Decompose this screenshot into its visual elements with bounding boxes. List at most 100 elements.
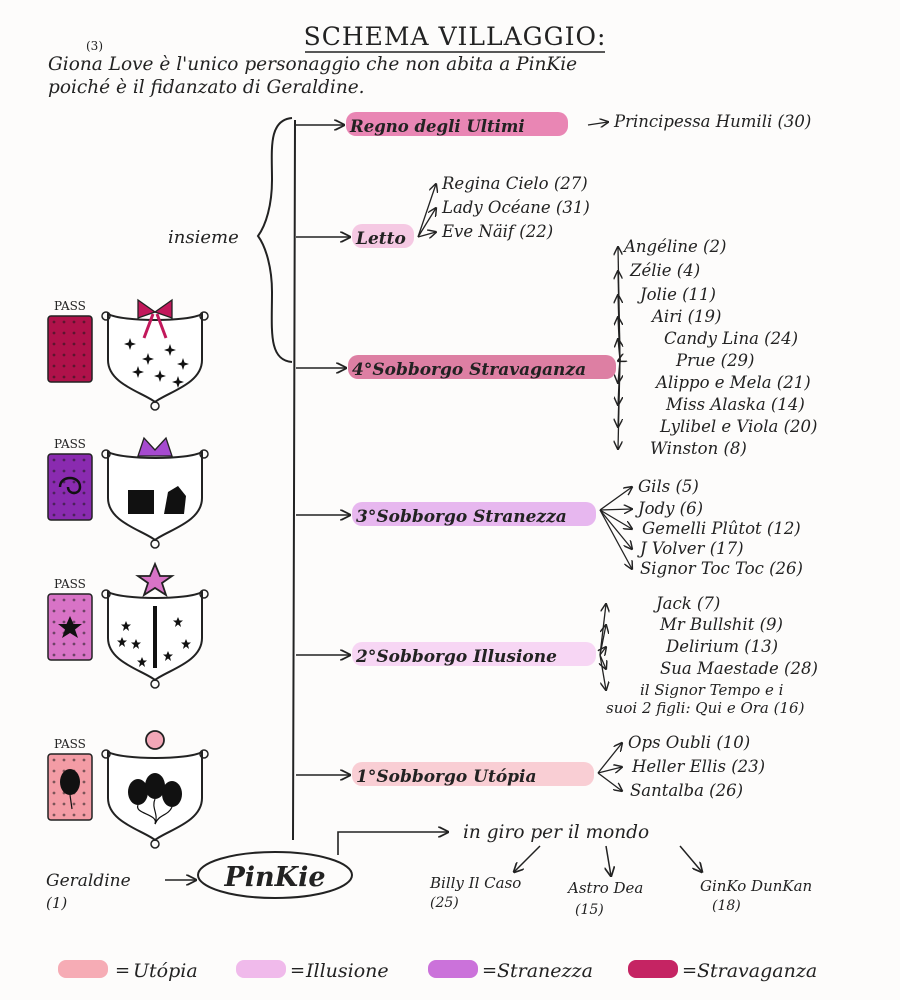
member-5-3: Delirium (13): [665, 637, 778, 656]
member-3-1: Angéline (2): [622, 237, 726, 256]
pass-dot: [82, 598, 86, 602]
pass-dot: [82, 513, 86, 517]
jester-hat-icon: [137, 436, 173, 457]
pass-dot: [62, 469, 66, 473]
pass-dot: [72, 353, 76, 357]
pass-balloon-icon: [60, 769, 80, 795]
pass-dot: [52, 342, 56, 346]
branch-highlight-5: [352, 642, 596, 666]
member-3-8: Miss Alaska (14): [665, 395, 805, 414]
crest-bottom-bead: [150, 679, 160, 689]
pass-dot: [62, 802, 66, 806]
sparkle-icon: [172, 376, 184, 388]
pass-dot: [82, 813, 86, 817]
pass-dot: [82, 791, 86, 795]
pass-dot: [72, 480, 76, 484]
pass-star-icon: [58, 616, 82, 638]
pass-dot: [52, 631, 56, 635]
note-line-1: Giona Love è l'unico personaggio che non…: [48, 54, 577, 75]
pass-dot: [52, 598, 56, 602]
pass-dot: [82, 609, 86, 613]
figure-icon: [164, 486, 186, 514]
member-6-2: Heller Ellis (23): [631, 757, 765, 776]
branch-label-4: 3°Sobborgo Stranezza: [356, 507, 567, 527]
crest-bottom-bead: [150, 539, 160, 549]
pass-dot: [62, 491, 66, 495]
pass-dot: [72, 642, 76, 646]
pass-dot: [52, 769, 56, 773]
member-arrow-4-1: [599, 487, 632, 511]
world-arrow-3: [679, 845, 702, 872]
geraldine-label: Geraldine: [46, 871, 131, 891]
legend-swatch-utopia: [58, 960, 108, 978]
member-arrow-4-2: [599, 509, 632, 510]
pass-dot: [52, 642, 56, 646]
crest-knob-left: [101, 311, 111, 321]
branch-highlight-2: [352, 224, 414, 248]
pass-dot: [82, 491, 86, 495]
member-arrow-3-10: [618, 359, 620, 449]
branch-highlight-6: [352, 762, 594, 786]
small-star-icon: [181, 639, 191, 649]
member-4-5: Signor Toc Toc (26): [640, 559, 803, 578]
branch-label-6: 1°Sobborgo Utópia: [356, 767, 537, 787]
pass-dot: [72, 609, 76, 613]
sparkle-icon: [132, 366, 144, 378]
pass-dot: [82, 364, 86, 368]
member-arrow-6-2: [597, 767, 622, 774]
legend-label-utopia: Utópia: [133, 960, 198, 982]
world-member-2-number: (15): [575, 902, 604, 918]
pass-dot: [52, 653, 56, 657]
legend: = Utópia = Illusione = Stranezza = Strav…: [58, 960, 817, 982]
member-3-6: Prue (29): [675, 351, 755, 370]
pass-dot: [72, 469, 76, 473]
crest-knob-left: [101, 589, 111, 599]
member-5-5: il Signor Tempo e i: [640, 681, 784, 699]
member-arrow-4-3: [599, 509, 632, 529]
member-5-6: suoi 2 figli: Qui e Ora (16): [606, 699, 805, 717]
member-arrow-4-4: [599, 509, 632, 549]
small-star-icon: [131, 639, 141, 649]
member-3-10: Winston (8): [650, 439, 747, 458]
box-icon: [128, 490, 154, 514]
member-arrow-1-1: [587, 122, 608, 125]
member-2-1: Regina Cielo (27): [441, 174, 588, 193]
pass-dot: [82, 480, 86, 484]
sparkle-icon: [142, 353, 154, 365]
world-connector: [337, 832, 448, 855]
pass-dot: [52, 502, 56, 506]
pass-dot: [52, 480, 56, 484]
member-4-2: Jody (6): [635, 499, 703, 518]
member-5-4: Sua Maestade (28): [660, 659, 818, 678]
root-label: PinKie: [223, 862, 325, 893]
pass-dot: [52, 791, 56, 795]
crest-shield-2: [107, 450, 203, 542]
pass-dot: [62, 458, 66, 462]
insieme-brace: [256, 117, 293, 363]
pass-dot: [62, 331, 66, 335]
member-arrow-6-1: [597, 743, 622, 774]
crest-knob-left: [101, 449, 111, 459]
pass-dot: [82, 342, 86, 346]
pass-dot: [62, 342, 66, 346]
pass-swirl-icon: [58, 476, 82, 495]
bow-icon: [137, 298, 173, 319]
member-3-3: Jolie (11): [637, 285, 716, 304]
member-arrow-5-5: [599, 654, 606, 690]
world-member-3-number: (18): [712, 898, 741, 914]
pass-dot: [82, 502, 86, 506]
pass-dot: [52, 813, 56, 817]
geraldine-number: (1): [46, 894, 67, 912]
pass-dot: [52, 331, 56, 335]
pass-dot: [62, 609, 66, 613]
world-arrow-2: [606, 845, 611, 876]
pass-label-2: PASS: [54, 437, 86, 451]
world-label: in giro per il mondo: [463, 822, 649, 843]
balloon-string: [154, 806, 173, 825]
pass-dot: [72, 502, 76, 506]
branch-highlight-3: [348, 355, 616, 379]
legend-label-stranezza: Stranezza: [497, 960, 593, 982]
pass-dot: [52, 491, 56, 495]
legend-swatch-stravaganza: [628, 960, 678, 978]
